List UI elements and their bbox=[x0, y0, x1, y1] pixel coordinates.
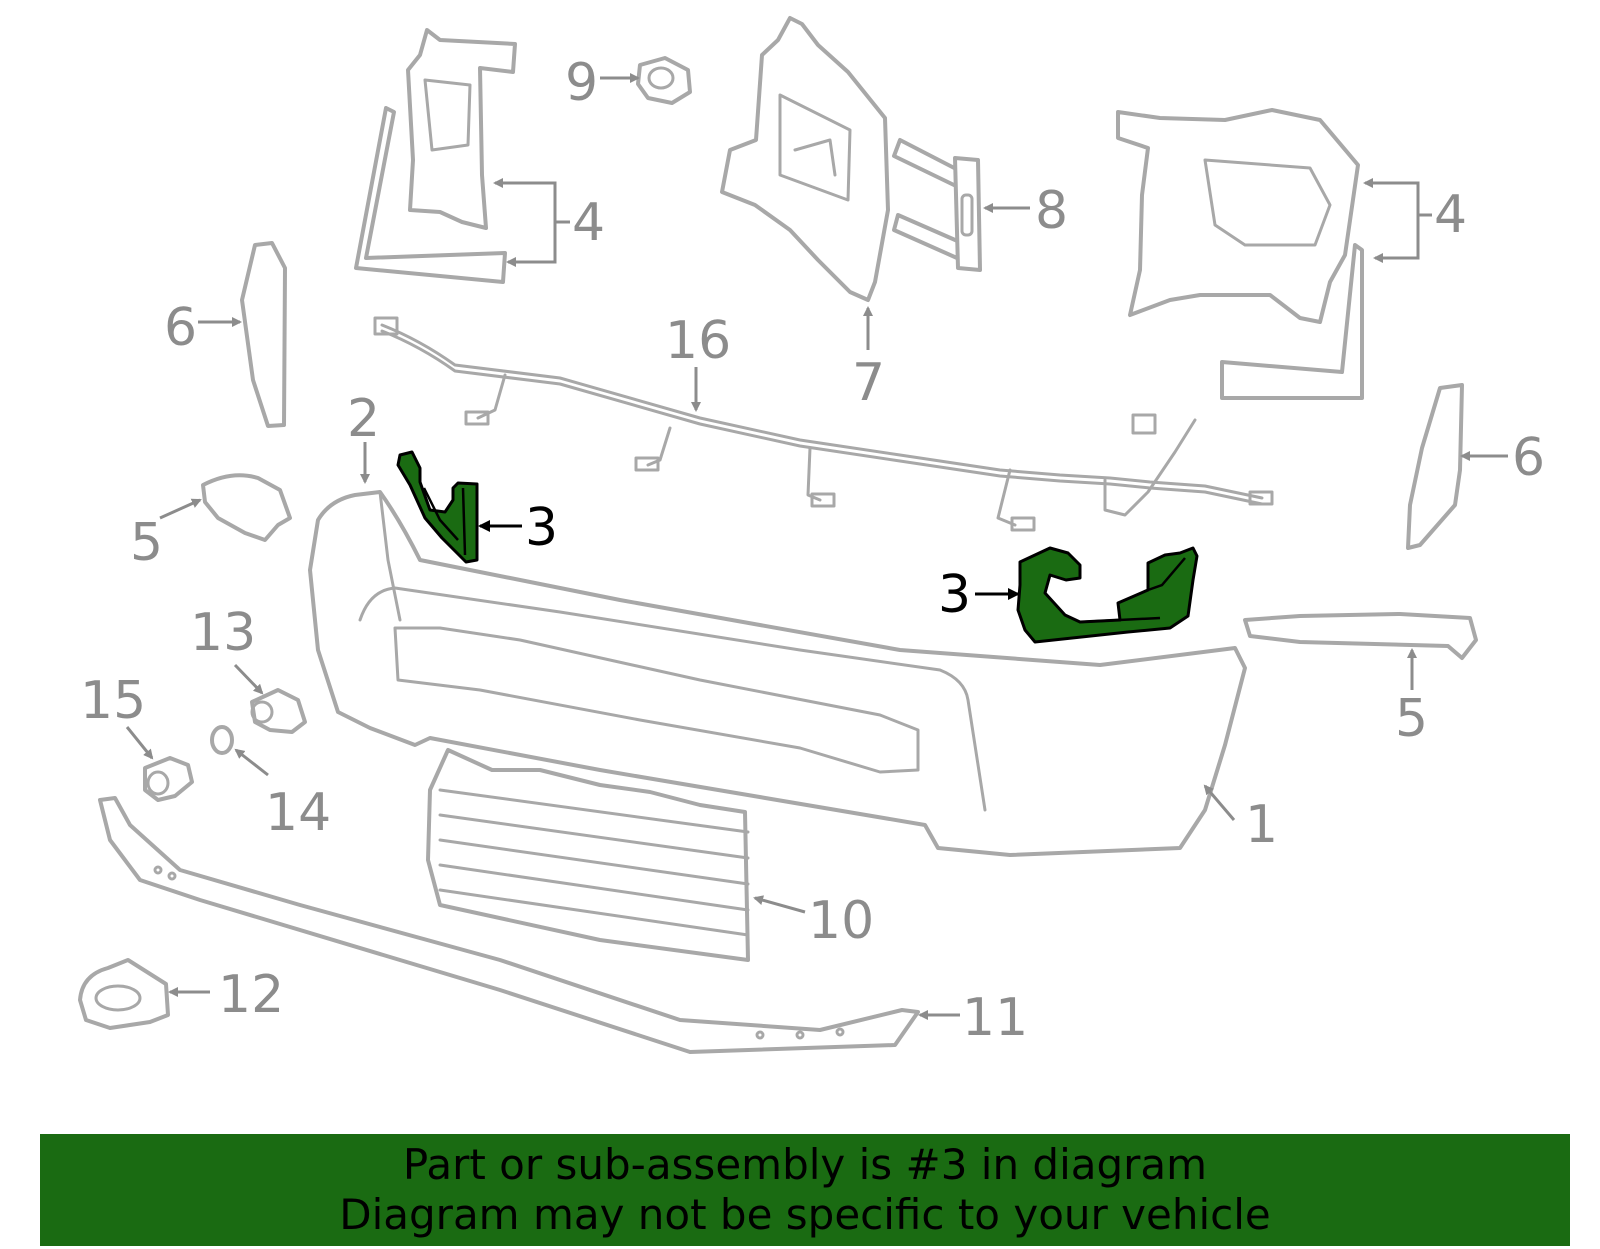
callout-1: 1 bbox=[1245, 795, 1278, 855]
highlight-leader-lines bbox=[478, 520, 1020, 600]
part-4-left-bracket bbox=[354, 28, 517, 284]
callout-6-left: 6 bbox=[164, 298, 197, 358]
part-14-grommet bbox=[210, 725, 234, 755]
part-13-sensor bbox=[250, 688, 307, 734]
callout-5-left: 5 bbox=[130, 513, 163, 573]
callout-10: 10 bbox=[808, 891, 874, 951]
callout-9: 9 bbox=[565, 53, 598, 113]
leader-lines bbox=[125, 73, 1508, 1020]
banner-line-2: Diagram may not be specific to your vehi… bbox=[339, 1190, 1271, 1239]
part-5-right-bracket bbox=[1243, 612, 1478, 660]
part-12-tow-bracket bbox=[78, 958, 170, 1030]
callout-12: 12 bbox=[218, 965, 284, 1025]
part-3-left-bracket-highlighted bbox=[396, 450, 479, 564]
part-4-right-bracket bbox=[1116, 108, 1364, 400]
part-9-nut bbox=[636, 56, 692, 105]
part-6-right-strip bbox=[1406, 383, 1464, 550]
part-5-left-bracket bbox=[201, 473, 292, 542]
callout-4-left: 4 bbox=[572, 193, 605, 253]
part-6-left-strip bbox=[240, 241, 287, 428]
banner-line-1: Part or sub-assembly is #3 in diagram bbox=[402, 1140, 1208, 1189]
callout-7: 7 bbox=[852, 353, 885, 413]
callout-4-right: 4 bbox=[1434, 185, 1467, 245]
callout-5-right: 5 bbox=[1395, 689, 1428, 749]
callout-3-left: 3 bbox=[525, 498, 558, 558]
callout-labels: 1 2 3 3 4 4 5 5 6 6 7 8 9 10 11 12 13 14… bbox=[80, 53, 1545, 1048]
callout-6-right: 6 bbox=[1512, 428, 1545, 488]
callout-14: 14 bbox=[265, 783, 331, 843]
callout-2: 2 bbox=[347, 389, 380, 449]
callout-11: 11 bbox=[962, 988, 1028, 1048]
part-11-valance bbox=[98, 796, 920, 1054]
callout-3-right: 3 bbox=[938, 565, 971, 625]
callout-8: 8 bbox=[1035, 181, 1068, 241]
part-16-wiring-harness bbox=[373, 316, 1274, 532]
part-8-bolts bbox=[892, 138, 982, 272]
callout-15: 15 bbox=[80, 671, 146, 731]
callout-16: 16 bbox=[665, 311, 731, 371]
part-1-bumper bbox=[308, 490, 1247, 857]
part-7-bracket bbox=[720, 16, 890, 302]
part-15-sensor-retainer bbox=[143, 756, 194, 802]
callout-13: 13 bbox=[190, 603, 256, 663]
part-3-right-bracket-highlighted bbox=[1016, 546, 1199, 644]
info-banner: Part or sub-assembly is #3 in diagram Di… bbox=[40, 1134, 1570, 1246]
part-10-grille bbox=[426, 748, 750, 962]
